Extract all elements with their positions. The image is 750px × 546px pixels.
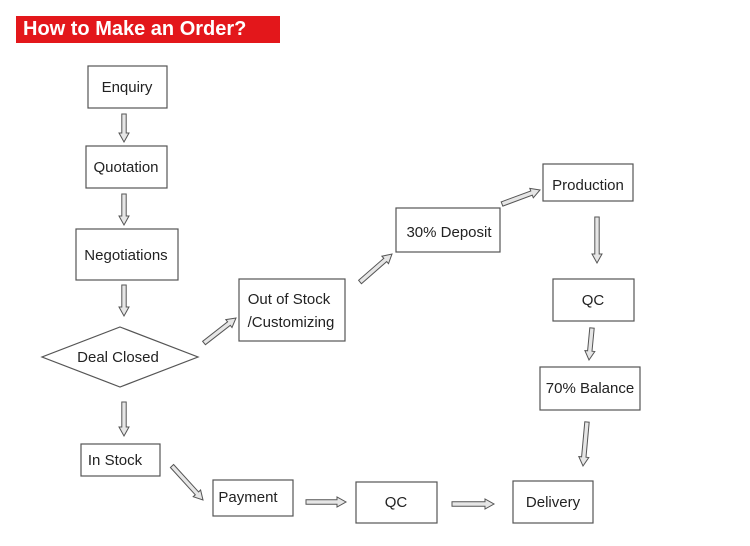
enquiry-label: Enquiry — [102, 79, 153, 96]
qc-bottom-label: QC — [385, 494, 408, 511]
deposit-label: 30% Deposit — [406, 224, 492, 241]
quotation-box — [85, 145, 168, 189]
out-of-stock-label-line1: Out of Stock — [248, 291, 331, 308]
arrow-instock-payment — [169, 463, 204, 501]
balance-label: 70% Balance — [546, 380, 634, 397]
out-of-stock-label-line2: /Customizing — [248, 314, 335, 331]
page-title: How to Make an Order? — [16, 16, 280, 43]
arrow-qc-delivery — [451, 498, 496, 510]
deposit-box — [395, 207, 501, 253]
enquiry-box — [87, 65, 168, 109]
arrow-qcright-balance — [584, 327, 596, 362]
delivery-label: Delivery — [526, 494, 581, 511]
payment-label: Payment — [218, 489, 278, 506]
arrow-outofstock-deposit — [357, 253, 393, 285]
arrow-payment-qc — [305, 496, 348, 508]
arrow-quotation-negotiations — [118, 193, 130, 227]
arrow-enquiry-quotation — [118, 113, 130, 144]
payment-box — [212, 479, 294, 517]
qc-right-box — [552, 278, 635, 322]
arrow-negotiations-deal — [118, 284, 130, 318]
out-of-stock-box — [238, 278, 346, 342]
arrow-deal-outofstock — [201, 317, 237, 346]
deal-closed-label: Deal Closed — [77, 349, 159, 366]
production-box — [542, 163, 634, 202]
negotiations-box — [75, 228, 179, 281]
arrow-deposit-production — [500, 187, 541, 207]
arrow-production-qcright — [591, 216, 603, 265]
qc-bottom-box — [355, 481, 438, 524]
quotation-label: Quotation — [93, 159, 158, 176]
in-stock-label: In Stock — [88, 452, 143, 469]
negotiations-label: Negotiations — [84, 247, 167, 264]
qc-right-label: QC — [582, 292, 605, 309]
balance-box — [539, 366, 641, 411]
in-stock-box — [80, 443, 161, 477]
delivery-box — [512, 480, 594, 524]
deal-closed-diamond — [40, 326, 200, 388]
arrow-deal-instock — [118, 401, 130, 438]
production-label: Production — [552, 177, 624, 194]
arrow-balance-delivery — [578, 421, 590, 468]
